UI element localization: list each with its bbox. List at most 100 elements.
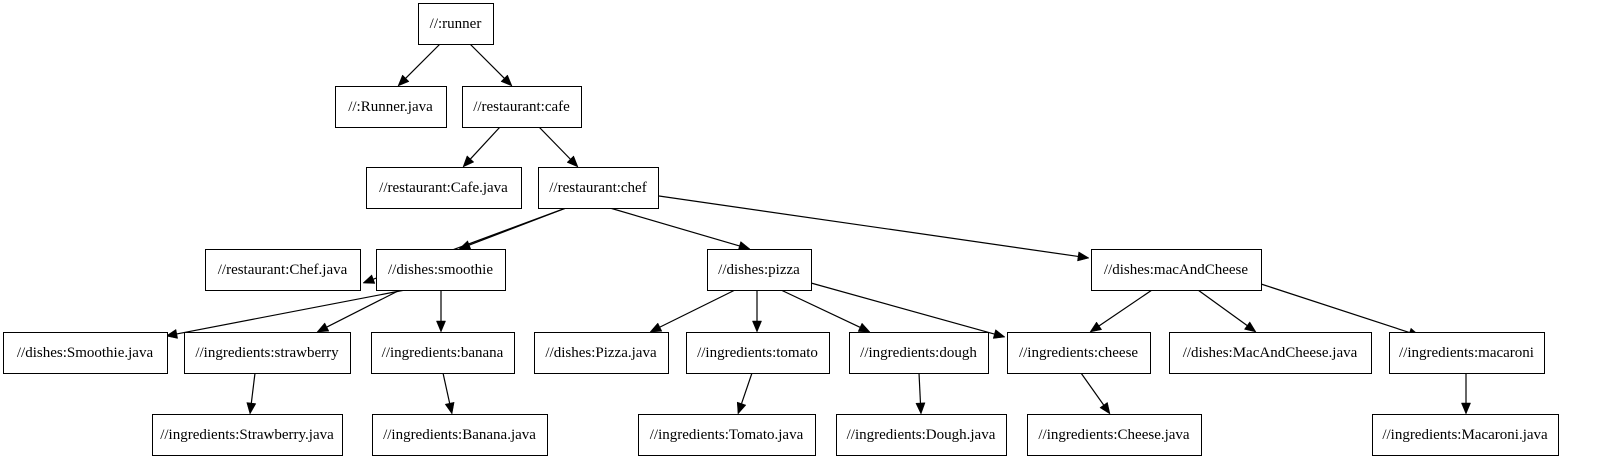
node-label: //restaurant:chef — [549, 180, 646, 196]
edge-line — [405, 43, 441, 79]
graph-edge — [469, 43, 513, 87]
node-box[interactable] — [1372, 414, 1559, 456]
graph-edge — [538, 126, 579, 168]
edge-arrowhead-icon — [362, 274, 376, 284]
graph-edge — [1260, 283, 1421, 338]
edge-line — [609, 207, 740, 247]
node-label: //:runner — [430, 16, 482, 32]
edge-arrowhead-icon — [1461, 402, 1471, 415]
graph-edge — [1089, 289, 1153, 333]
node-box[interactable] — [376, 249, 506, 291]
node-box[interactable] — [184, 332, 351, 374]
graph-node-banana_java[interactable]: //ingredients:Banana.java — [372, 414, 548, 456]
node-label: //dishes:macAndCheese — [1104, 262, 1248, 278]
node-box[interactable] — [836, 414, 1007, 456]
edge-line — [470, 126, 501, 160]
edge-arrowhead-icon — [736, 401, 747, 415]
edge-line — [810, 282, 995, 335]
graph-node-tomato[interactable]: //ingredients:tomato — [686, 332, 830, 374]
graph-node-runner_java[interactable]: //:Runner.java — [335, 86, 447, 128]
graph-node-dough_java[interactable]: //ingredients:Dough.java — [836, 414, 1007, 456]
graph-edge — [246, 372, 257, 415]
graph-edge — [436, 290, 446, 333]
node-box[interactable] — [1027, 414, 1202, 456]
node-box[interactable] — [1091, 249, 1262, 291]
node-box[interactable] — [205, 249, 361, 291]
node-box[interactable] — [707, 249, 812, 291]
node-box[interactable] — [534, 332, 669, 374]
edge-line — [1197, 289, 1248, 327]
edge-line — [658, 195, 1079, 258]
edge-line — [442, 372, 451, 404]
edge-arrowhead-icon — [857, 322, 871, 333]
edge-arrowhead-icon — [500, 74, 513, 87]
node-box[interactable] — [372, 414, 548, 456]
node-box[interactable] — [1389, 332, 1545, 374]
graph-node-banana[interactable]: //ingredients:banana — [371, 332, 515, 374]
node-label: //ingredients:dough — [860, 345, 977, 361]
node-box[interactable] — [1169, 332, 1372, 374]
edge-line — [469, 43, 505, 79]
node-box[interactable] — [638, 414, 816, 456]
edge-arrowhead-icon — [737, 241, 751, 251]
graph-node-macaroni_java[interactable]: //ingredients:Macaroni.java — [1372, 414, 1559, 456]
edge-line — [326, 289, 401, 328]
graph-node-cheese_java[interactable]: //ingredients:Cheese.java — [1027, 414, 1202, 456]
node-box[interactable] — [371, 332, 515, 374]
node-label: //dishes:Pizza.java — [545, 345, 657, 361]
node-box[interactable] — [3, 332, 168, 374]
edge-arrowhead-icon — [436, 320, 446, 333]
edge-line — [780, 289, 861, 328]
graph-node-macandcheese_java[interactable]: //dishes:MacAndCheese.java — [1169, 332, 1372, 374]
graph-edge — [736, 372, 753, 415]
graph-node-dough[interactable]: //ingredients:dough — [849, 332, 989, 374]
edge-arrowhead-icon — [752, 320, 762, 333]
edge-line — [469, 207, 567, 246]
graph-node-strawberry_java[interactable]: //ingredients:Strawberry.java — [152, 414, 343, 456]
graph-node-smoothie[interactable]: //dishes:smoothie — [376, 249, 506, 291]
node-label: //restaurant:Cafe.java — [379, 180, 508, 196]
node-box[interactable] — [849, 332, 989, 374]
node-box[interactable] — [538, 167, 659, 209]
graph-node-chef[interactable]: //restaurant:chef — [538, 167, 659, 209]
node-label: //ingredients:Tomato.java — [650, 427, 804, 443]
node-box[interactable] — [462, 86, 582, 128]
node-label: //dishes:smoothie — [388, 262, 493, 278]
graph-node-pizza_java[interactable]: //dishes:Pizza.java — [534, 332, 669, 374]
graph-node-strawberry[interactable]: //ingredients:strawberry — [184, 332, 351, 374]
edge-arrowhead-icon — [397, 74, 410, 87]
graph-node-tomato_java[interactable]: //ingredients:Tomato.java — [638, 414, 816, 456]
graph-node-macaroni[interactable]: //ingredients:macaroni — [1389, 332, 1545, 374]
edge-line — [1098, 289, 1153, 327]
node-label: //restaurant:cafe — [473, 99, 570, 115]
graph-edge — [397, 43, 441, 87]
node-box[interactable] — [366, 167, 522, 209]
edge-arrowhead-icon — [246, 402, 257, 415]
node-label: //dishes:MacAndCheese.java — [1183, 345, 1358, 361]
edge-arrowhead-icon — [165, 328, 178, 339]
node-label: //ingredients:Macaroni.java — [1382, 427, 1548, 443]
edges-layer — [165, 43, 1471, 415]
graph-node-pizza[interactable]: //dishes:pizza — [707, 249, 812, 291]
node-box[interactable] — [418, 3, 494, 45]
edge-arrowhead-icon — [1099, 401, 1111, 415]
graph-node-cafe_java[interactable]: //restaurant:Cafe.java — [366, 167, 522, 209]
graph-node-macandcheese[interactable]: //dishes:macAndCheese — [1091, 249, 1262, 291]
node-box[interactable] — [1007, 332, 1151, 374]
graph-node-chef_java[interactable]: //restaurant:Chef.java — [205, 249, 361, 291]
edge-arrowhead-icon — [462, 155, 475, 168]
graph-edge — [1197, 289, 1257, 333]
node-box[interactable] — [152, 414, 343, 456]
graph-edge — [165, 289, 406, 339]
node-box[interactable] — [335, 86, 447, 128]
graph-edge — [810, 282, 1006, 339]
graph-node-cafe[interactable]: //restaurant:cafe — [462, 86, 582, 128]
graph-node-runner[interactable]: //:runner — [418, 3, 494, 45]
graph-edge — [1080, 372, 1111, 415]
edge-arrowhead-icon — [316, 322, 330, 333]
graph-node-cheese[interactable]: //ingredients:cheese — [1007, 332, 1151, 374]
graph-node-smoothie_java[interactable]: //dishes:Smoothie.java — [3, 332, 168, 374]
graph-edge — [458, 207, 567, 250]
graph-edge — [462, 126, 501, 168]
node-box[interactable] — [686, 332, 830, 374]
